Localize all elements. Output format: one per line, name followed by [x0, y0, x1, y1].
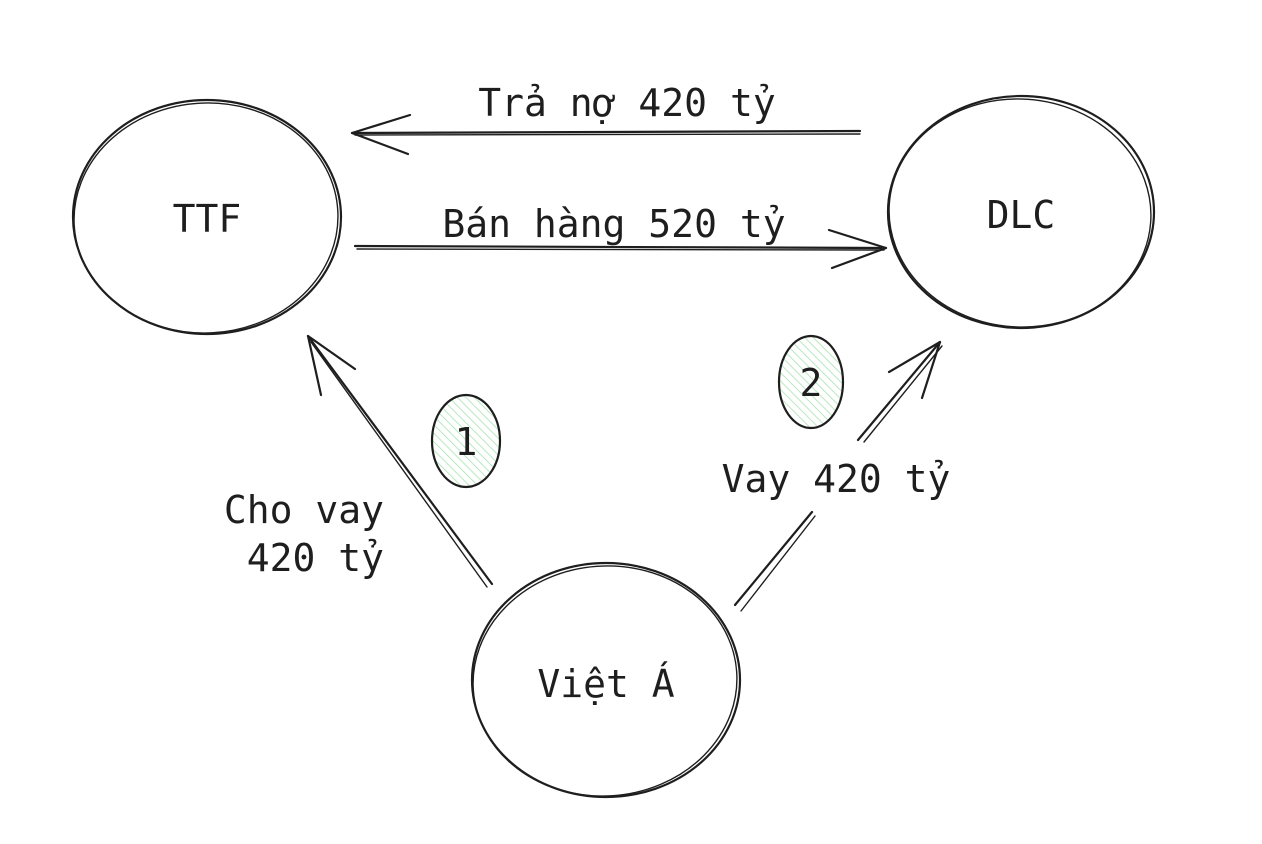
- node-vieta[interactable]: Việt Á: [465, 557, 744, 805]
- step-badge-2: 2: [777, 334, 845, 430]
- edge-lend-arrowhead: [306, 334, 357, 397]
- edge-borrow-line-lower: [733, 510, 814, 607]
- edge-lend-line: [306, 334, 494, 586]
- node-vieta-label: Việt Á: [537, 662, 674, 706]
- edge-repay-arrow[interactable]: Trả nợ 420 tỷ: [350, 81, 862, 156]
- edge-lend-arrow[interactable]: Cho vay 420 tỷ: [224, 334, 494, 588]
- node-ttf-shape: [71, 98, 343, 336]
- edge-borrow-label: Vay 420 tỷ: [722, 457, 951, 501]
- edge-borrow-line-lower-sketch: [740, 515, 816, 612]
- edge-lend-label-line2: 420 tỷ: [247, 536, 384, 580]
- node-ttf-label: TTF: [173, 197, 242, 241]
- node-vieta-shape: [470, 561, 742, 799]
- node-dlc-shape: [886, 94, 1156, 330]
- step-badge-2-label: 2: [800, 361, 823, 405]
- edge-repay-line-sketch: [354, 133, 861, 136]
- node-dlc-label: DLC: [987, 193, 1056, 237]
- edge-repay-label: Trả nợ 420 tỷ: [478, 81, 775, 125]
- node-vieta-sketch-stroke: [472, 565, 738, 797]
- step-badge-2-outline: [777, 334, 845, 430]
- edge-borrow-line-upper-sketch: [863, 345, 943, 443]
- edge-sale-arrow[interactable]: Bán hàng 520 tỷ: [353, 202, 888, 270]
- step-badge-1-outline: [430, 393, 502, 489]
- edge-sale-arrowhead: [827, 228, 888, 270]
- step-badge-2-fill: [779, 336, 843, 428]
- node-dlc[interactable]: DLC: [881, 90, 1158, 336]
- edge-sale-line: [353, 244, 888, 250]
- edge-lend-label-line1: Cho vay: [224, 488, 384, 532]
- step-badge-1: 1: [430, 393, 502, 489]
- edge-repay-arrowhead: [350, 113, 412, 156]
- edge-repay-line: [350, 129, 862, 135]
- node-dlc-sketch-stroke: [888, 98, 1152, 328]
- edge-sale-label: Bán hàng 520 tỷ: [442, 202, 785, 246]
- edge-borrow-arrowhead: [887, 340, 942, 400]
- node-ttf-sketch-stroke: [73, 102, 339, 334]
- edge-sale-line-sketch: [356, 248, 885, 251]
- step-badge-1-fill: [432, 395, 500, 487]
- edge-borrow-arrow[interactable]: Vay 420 tỷ: [722, 340, 951, 612]
- edge-borrow-line-upper: [856, 340, 942, 442]
- step-badge-1-label: 1: [455, 420, 478, 464]
- edge-lend-line-sketch: [310, 341, 488, 588]
- node-ttf[interactable]: TTF: [68, 96, 344, 340]
